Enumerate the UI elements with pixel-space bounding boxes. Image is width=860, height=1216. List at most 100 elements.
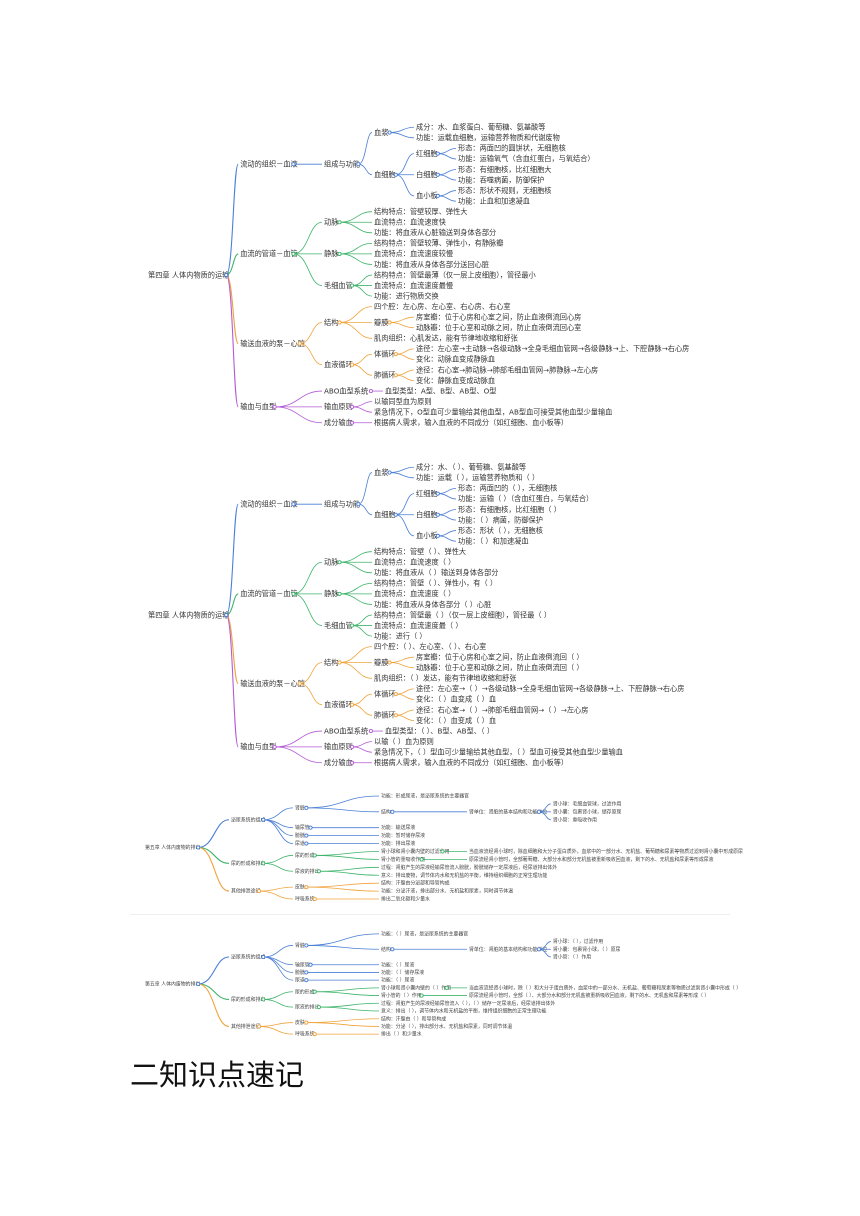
- branch-node: 肾脏: [295, 942, 305, 949]
- mindmap-link: [339, 253, 373, 265]
- mindmap-link: [352, 741, 373, 748]
- node-connector-dot: [261, 817, 266, 822]
- leaf-node: 肾小球：毛细血管球，过滤作用: [553, 800, 622, 807]
- mindmap-link: [274, 746, 323, 764]
- mindmap-link: [314, 851, 380, 856]
- root-node: 第四章 人体内物质的运输: [148, 270, 229, 279]
- mindmap-link: [437, 530, 457, 537]
- branch-node: 肾单位：肾脏的基本结构和功能单位: [469, 808, 547, 815]
- node-connector-dot: [312, 896, 317, 902]
- leaf-node: 功能：运输氧气（含血红蛋白，与氧结合）: [458, 154, 595, 163]
- branch-node: 成分输血: [324, 758, 353, 767]
- node-connector-dot: [316, 869, 321, 874]
- mindmap-link: [198, 956, 230, 985]
- node-connector-dot: [272, 744, 277, 749]
- leaf-node: 形态：两面凹的圆饼状，无细胞核: [458, 144, 566, 153]
- leaf-node: 血型类型：A型、B型、AB型、O型: [385, 386, 497, 395]
- node-connector-dot: [419, 993, 424, 998]
- mindmap-link: [389, 322, 415, 329]
- mindmap-link: [339, 582, 373, 595]
- node-connector-dot: [390, 947, 395, 952]
- node-connector-dot: [304, 978, 309, 983]
- leaf-node: 血流特点：血流速度较慢: [374, 249, 453, 258]
- branch-node: 皮肤: [295, 884, 305, 891]
- leaf-node: 血流特点：血流速度（ ）: [374, 558, 455, 567]
- mindmap-link: [389, 472, 415, 479]
- mindmap-link: [225, 614, 239, 748]
- branch-node: 血细胞: [374, 510, 396, 519]
- node-connector-dot: [224, 612, 229, 618]
- branch-node: 肺循环: [374, 711, 396, 720]
- leaf-node: 形态：有细胞核，比红细胞大: [458, 165, 551, 174]
- mindmap-link: [198, 846, 230, 892]
- mindmap-link: [198, 846, 230, 864]
- mindmap-link: [437, 509, 457, 516]
- leaf-node: 结构：汗腺由（ ）和导管构成: [381, 1015, 446, 1022]
- leaf-node: 房室瓣：位于心房和心室之间，防止血液倒流回心房: [416, 313, 581, 322]
- branch-node: 瓣膜: [374, 318, 388, 327]
- mindmap-link: [352, 274, 373, 286]
- node-connector-dot: [356, 162, 361, 167]
- mindmap-link: [437, 514, 457, 521]
- leaf-node: 功能：暂时储存尿液: [381, 832, 425, 839]
- branch-node: 血细胞: [374, 170, 396, 179]
- mindmap-link: [352, 704, 373, 716]
- leaf-node: 根据病人需求，输入血液的不同成分（如红细胞、血小板等）: [374, 758, 568, 767]
- mindmap-link: [395, 688, 415, 695]
- mindmap-link: [225, 503, 239, 616]
- node-connector-dot: [440, 849, 445, 854]
- node-connector-dot: [350, 744, 355, 749]
- mindmap-link: [352, 625, 373, 637]
- node-connector-dot: [387, 130, 392, 135]
- leaf-node: 血流特点：血流速度快: [374, 218, 446, 227]
- branch-node: 血流的管道－血管: [240, 249, 298, 258]
- node-connector-dot: [304, 833, 309, 838]
- branch-node: 结构: [324, 318, 338, 327]
- leaf-node: 结构特点：管壁最（ ）（仅一层上皮细胞），管径最（ ）: [374, 610, 551, 619]
- leaf-node: 功能：运载（ ），运输营养物质和（ ）: [416, 473, 539, 482]
- mindmap-link: [198, 983, 230, 1000]
- branch-node: 毛细血管: [324, 621, 353, 630]
- branch-node: 成分输血: [324, 418, 353, 427]
- leaf-node: 功能：（ ）病菌，防御保护: [458, 515, 543, 524]
- leaf-node: 以输同型血为原则: [374, 397, 432, 406]
- leaf-node: 以输（ ）血为原则: [374, 737, 434, 746]
- node-connector-dot: [297, 341, 302, 346]
- mindmap-link: [395, 514, 415, 537]
- mindmap-link: [437, 147, 457, 155]
- mindmap-link: [274, 390, 323, 408]
- node-connector-dot: [536, 947, 541, 952]
- leaf-node: 功能：吞噬病菌，防御保护: [458, 175, 544, 184]
- root-node: 第四章 人体内物质的运输: [148, 610, 229, 619]
- mindmap-link: [306, 886, 380, 892]
- map-1: 第四章 人体内物质的运输流动的组织－血液组成与功能血浆成分：水、血浆蛋白、葡萄糖…: [148, 123, 689, 427]
- leaf-node: 动脉瓣：位于心室和动脉之间，防止血液倒流回心室: [416, 323, 581, 332]
- node-connector-dot: [393, 713, 398, 718]
- leaf-node: 结构特点：管壁最薄（仅一层上皮细胞），管径最小: [374, 270, 536, 279]
- leaf-node: 功能：（ ）尿液: [381, 961, 414, 968]
- branch-node: 膀胱: [295, 832, 305, 839]
- mindmap-link: [389, 126, 415, 133]
- node-connector-dot: [435, 491, 440, 496]
- mindmap-link: [358, 503, 373, 516]
- node-connector-dot: [312, 989, 317, 994]
- leaf-node: 排出二氧化碳和少量水: [381, 896, 430, 903]
- branch-node: 肾小球和肾小囊内壁的（ ）作用: [381, 984, 451, 991]
- branch-node: 肺循环: [374, 371, 396, 380]
- branch-node: 肾单位：肾脏的基本结构和功能单位: [469, 946, 547, 953]
- mindmap-link: [263, 819, 294, 844]
- node-connector-dot: [257, 889, 262, 894]
- node-connector-dot: [390, 809, 395, 814]
- root-node: 第五章 人体内废物的排出: [145, 844, 200, 851]
- leaf-node: 血流特点：血流速度最（ ）: [374, 621, 463, 630]
- leaf-node: 变化：静脉血变成动脉血: [416, 376, 495, 385]
- node-connector-dot: [304, 805, 309, 810]
- leaf-node: 四个腔：左心房、左心室、右心房、右心室: [374, 302, 511, 311]
- leaf-node: 功能：排出尿液: [381, 840, 415, 847]
- branch-node: 尿的形成: [295, 988, 315, 995]
- mindmap-link: [352, 406, 373, 413]
- mindmap-link: [389, 662, 415, 669]
- leaf-node: 功能：（ ）储存尿液: [381, 969, 424, 976]
- branch-node: 血浆: [374, 128, 388, 137]
